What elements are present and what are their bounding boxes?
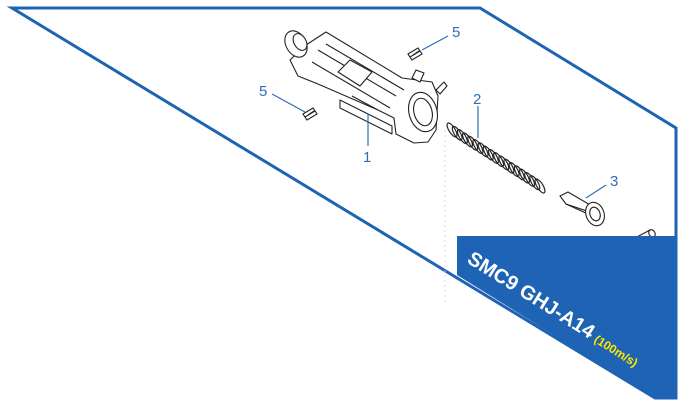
leader-3 [585,184,607,199]
spring-coil [534,178,546,194]
callout-5-right: 5 [452,24,460,41]
callout-5-left: 5 [259,83,267,100]
part-2-spring [446,122,546,194]
callout-3: 3 [610,173,618,190]
part-1-nozzle-body [284,30,448,144]
part-5-screw-right [407,47,423,61]
callout-1: 1 [363,149,371,166]
leader-5-right [421,35,449,51]
model-banner [457,236,676,398]
part-3-valve [559,191,605,227]
callout-2: 2 [473,91,481,108]
leader-5-left [271,93,306,113]
part-5-screw-left [302,107,318,121]
